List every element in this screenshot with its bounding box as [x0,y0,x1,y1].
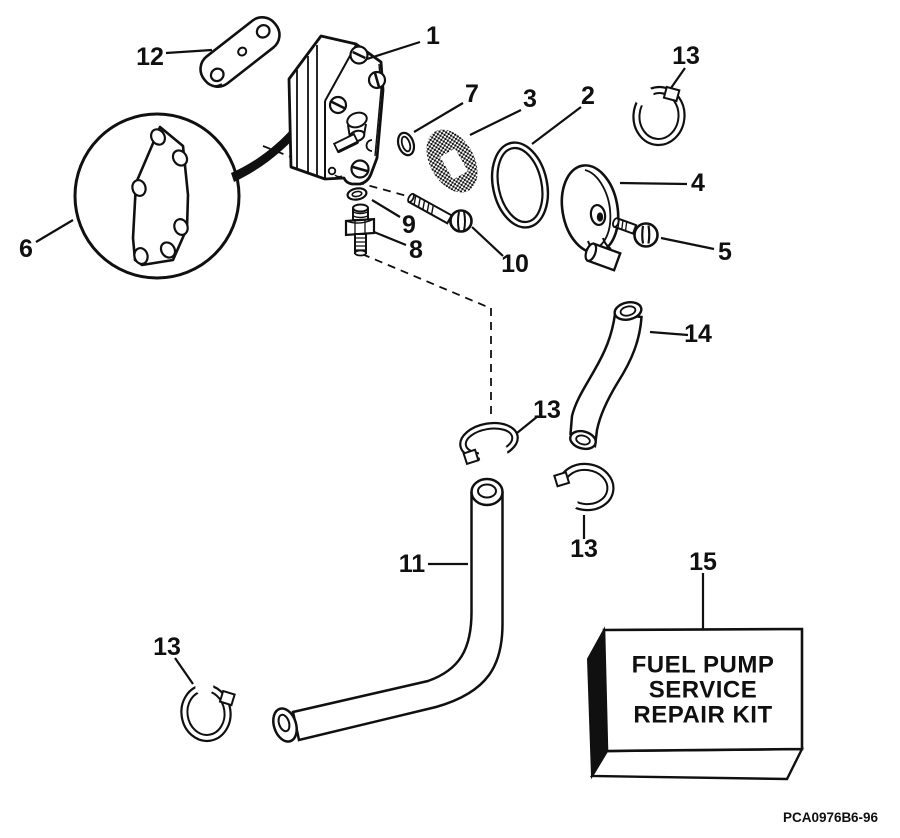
callout-9: 9 [402,211,416,239]
fuel-pump-body [287,34,387,186]
callout-10: 10 [501,250,529,278]
repair-kit-box: FUEL PUMP SERVICE REPAIR KIT [586,626,804,781]
pump-slot [332,132,360,154]
retaining-clip-top-right [632,85,686,147]
pump-c-mark [365,139,373,152]
pump-screws [328,45,387,179]
pump-pin-hole [327,166,337,176]
callout-13-mid-right: 13 [570,535,598,563]
pump-cover [560,164,622,272]
callout-3: 3 [523,85,537,113]
leader-9 [371,199,401,218]
hose-short [569,301,643,451]
callout-13-mid-left: 13 [533,396,561,424]
callout-5: 5 [718,238,732,266]
callout-2: 2 [581,82,595,110]
callout-1: 1 [426,22,440,50]
hose-clamp-mid-left [459,421,519,466]
figure-code: PCA0976B [783,810,852,825]
leader-10 [471,226,504,257]
callout-13-bottom-left: 13 [153,633,181,661]
leader-8 [373,230,407,247]
magnifier-pointer [231,117,307,182]
leader-1 [366,40,421,61]
leader-13-mid-left [516,415,539,434]
hose-clamp-mid-right [552,462,615,512]
detail-circle [73,112,241,280]
leader-lines [35,40,715,685]
leader-2 [531,106,582,145]
leader-4 [619,181,688,186]
leader-14 [649,330,689,337]
leader-12 [165,48,213,55]
o-ring-small [396,131,416,157]
leader-6 [35,219,74,243]
callout-8: 8 [409,236,423,264]
kit-box-line-3: REPAIR KIT [633,702,772,729]
callout-15: 15 [689,548,717,576]
callout-14: 14 [684,320,712,348]
washer [346,187,368,201]
leader-5 [660,236,715,251]
hose-long [272,477,504,743]
gasket [199,16,281,88]
figure-date: 6-96 [851,810,879,825]
kit-box-line-2: SERVICE [649,677,757,704]
filter-screen [426,129,478,193]
leader-7 [413,102,464,133]
leader-13-top-right [670,67,686,89]
leader-3 [469,109,522,136]
callout-6: 6 [19,235,33,263]
callout-11: 11 [399,550,426,578]
kit-box-line-1: FUEL PUMP [632,652,775,679]
cover-screw [612,217,659,248]
callout-12: 12 [136,43,164,71]
bolt [407,192,473,233]
pump-boss [346,111,368,143]
callout-7: 7 [465,80,479,108]
nipple-fitting [344,203,376,257]
callout-4: 4 [691,169,705,197]
callout-13-top-right: 13 [672,42,700,70]
retaining-clip-bottom-left [180,677,236,743]
leader-13-bottom-left [174,657,194,685]
o-ring-large [490,141,550,229]
